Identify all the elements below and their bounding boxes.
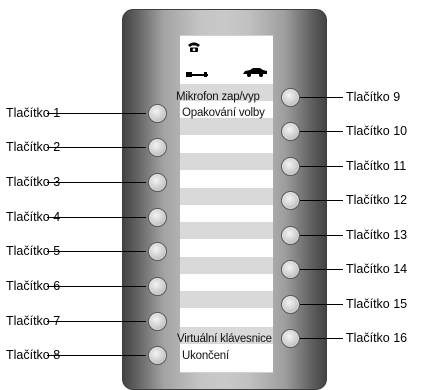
- button-16-label: Tlačítko 16: [346, 331, 408, 345]
- button-2[interactable]: [148, 138, 167, 157]
- display-strip: [180, 188, 273, 205]
- button-2-label: Tlačítko 2: [6, 140, 61, 154]
- button-16[interactable]: [281, 329, 300, 348]
- leader-line: [47, 113, 146, 114]
- leader-line: [300, 269, 343, 270]
- exit-softkey-label: Ukončení: [182, 350, 229, 362]
- leader-line: [300, 338, 343, 339]
- button-6[interactable]: [148, 277, 167, 296]
- leader-line: [300, 304, 343, 305]
- microphone-softkey-label: Mikrofon zap/vyp: [176, 91, 260, 103]
- button-11[interactable]: [281, 157, 300, 176]
- leader-line: [300, 200, 343, 201]
- button-13-label: Tlačítko 13: [346, 228, 408, 242]
- button-7-label: Tlačítko 7: [6, 314, 61, 328]
- button-7[interactable]: [148, 312, 167, 331]
- button-8[interactable]: [148, 346, 167, 365]
- button-8-label: Tlačítko 8: [6, 348, 61, 362]
- display-strip: [180, 118, 273, 135]
- leader-line: [47, 182, 146, 183]
- leader-line: [47, 251, 146, 252]
- display-strip: [180, 291, 273, 308]
- button-14[interactable]: [281, 260, 300, 279]
- button-12[interactable]: [281, 191, 300, 210]
- button-13[interactable]: [281, 226, 300, 245]
- button-14-label: Tlačítko 14: [346, 262, 408, 276]
- button-11-label: Tlačítko 11: [346, 159, 407, 173]
- redial-softkey-label: Opakování volby: [182, 107, 265, 119]
- button-10-label: Tlačítko 10: [346, 124, 408, 138]
- virtual-keyboard-softkey-label: Virtuální klávesnice: [177, 333, 272, 345]
- leader-line: [300, 131, 343, 132]
- display-strip: [180, 84, 273, 101]
- button-6-label: Tlačítko 6: [6, 279, 61, 293]
- display-strip: [180, 222, 273, 239]
- button-1-label: Tlačítko 1: [6, 106, 61, 120]
- leader-line: [47, 321, 146, 322]
- button-5[interactable]: [148, 242, 167, 261]
- button-1[interactable]: [148, 104, 167, 123]
- phone-icon: [188, 42, 200, 52]
- leader-line: [300, 235, 343, 236]
- display-strip: [180, 327, 273, 344]
- button-15-label: Tlačítko 15: [346, 297, 408, 311]
- display-strip: [180, 257, 273, 274]
- display-strip: [180, 153, 273, 170]
- button-4-label: Tlačítko 4: [6, 210, 61, 224]
- button-10[interactable]: [281, 122, 300, 141]
- button-3-label: Tlačítko 3: [6, 175, 61, 189]
- leader-line: [47, 217, 146, 218]
- button-3[interactable]: [148, 173, 167, 192]
- leader-line: [47, 355, 146, 356]
- leader-line: [47, 286, 146, 287]
- leader-line: [300, 97, 343, 98]
- button-5-label: Tlačítko 5: [6, 244, 61, 258]
- display-screen: [180, 35, 273, 373]
- handset-icon: [186, 72, 208, 77]
- button-4[interactable]: [148, 208, 167, 227]
- button-15[interactable]: [281, 295, 300, 314]
- button-12-label: Tlačítko 12: [346, 193, 408, 207]
- button-9[interactable]: [281, 88, 300, 107]
- car-icon: [243, 68, 267, 77]
- button-9-label: Tlačítko 9: [346, 90, 401, 104]
- leader-line: [300, 166, 343, 167]
- leader-line: [47, 147, 146, 148]
